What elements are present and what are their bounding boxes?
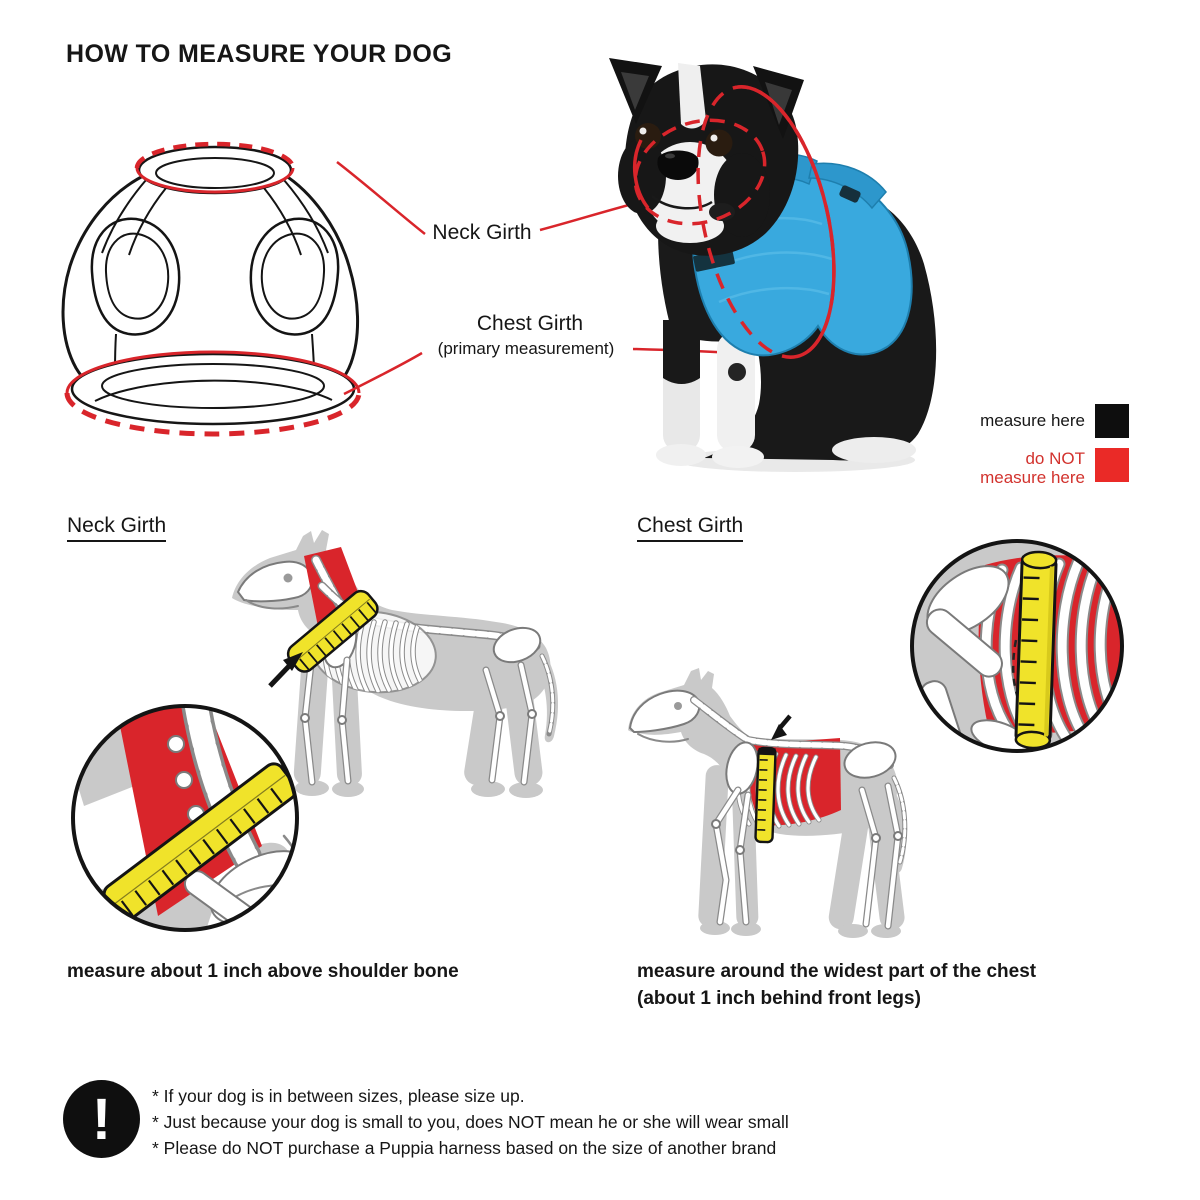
neck-girth-heading: Neck Girth xyxy=(67,514,167,542)
harness-line-drawing xyxy=(61,141,362,437)
neck-skeleton-figure xyxy=(232,530,559,798)
legend-red-swatch xyxy=(1095,448,1129,482)
pointer-arrow-icon xyxy=(268,652,303,688)
chest-girth-heading: Chest Girth xyxy=(637,514,744,542)
dog-photo xyxy=(609,58,937,472)
chest-zoom-inset xyxy=(910,539,1124,753)
page-title: HOW TO MEASURE YOUR DOG xyxy=(66,40,453,68)
chest-girth-sublabel: (primary measurement) xyxy=(437,339,615,358)
pointer-arrow-icon xyxy=(771,714,792,740)
chest-girth-callout: Chest Girth xyxy=(476,312,584,335)
note-item: * If your dog is in between sizes, pleas… xyxy=(152,1086,525,1106)
legend-do-not-label: do NOT measure here xyxy=(980,449,1085,487)
neck-girth-callout: Neck Girth xyxy=(432,221,532,244)
legend-measure-here-label: measure here xyxy=(980,411,1085,430)
chest-tape-zoom xyxy=(1014,550,1058,750)
neck-caption: measure about 1 inch above shoulder bone xyxy=(67,961,459,982)
note-item: * Just because your dog is small to you,… xyxy=(152,1112,789,1132)
note-item: * Please do NOT purchase a Puppia harnes… xyxy=(152,1138,777,1158)
dog-eye-right xyxy=(705,129,733,157)
legend-black-swatch xyxy=(1095,404,1129,438)
chest-tape-measure xyxy=(754,746,777,844)
chest-girth-ellipse xyxy=(696,85,836,359)
exclamation-icon: ! xyxy=(63,1080,140,1158)
chest-skeleton-figure xyxy=(628,668,908,938)
chest-caption: measure around the widest part of the ch… xyxy=(637,961,1037,1009)
neck-zoom-inset xyxy=(71,704,299,932)
sizing-notes: * If your dog is in between sizes, pleas… xyxy=(152,1083,1052,1161)
